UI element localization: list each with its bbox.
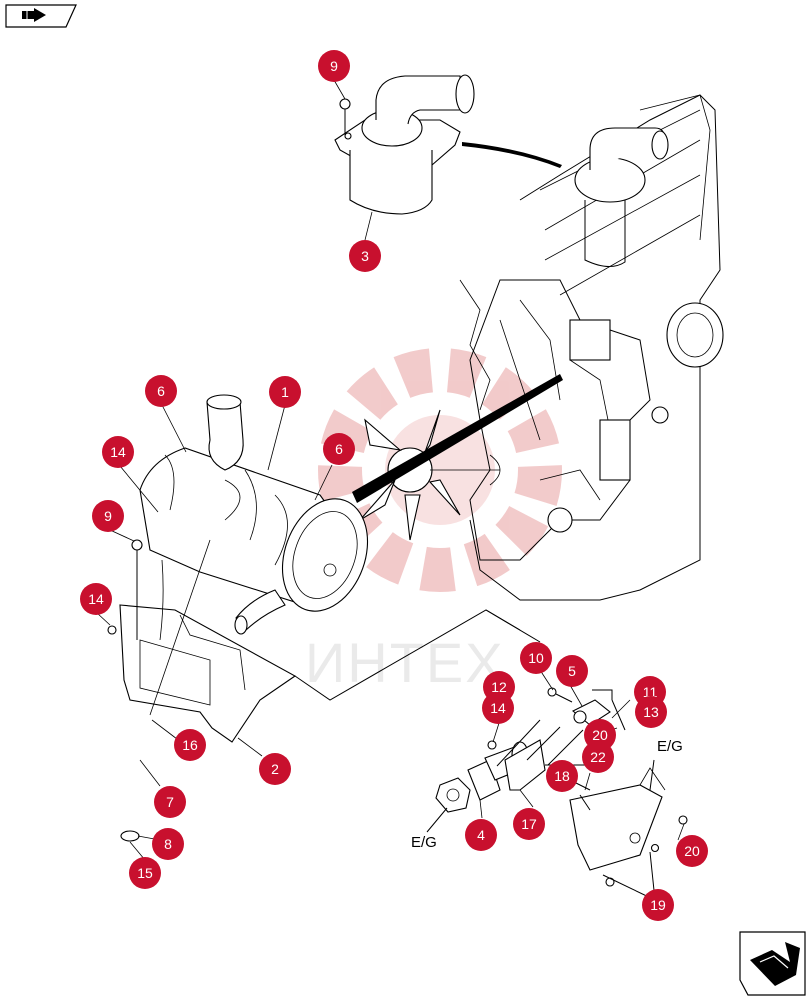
arrow-right-icon [22,8,46,22]
next-page-button[interactable] [739,931,806,996]
svg-text:20: 20 [684,843,700,859]
callout-20-lower[interactable]: 20 [676,835,708,867]
svg-text:22: 22 [590,749,606,765]
svg-text:17: 17 [521,816,537,832]
svg-text:18: 18 [554,768,570,784]
engine-assembly [359,94,724,601]
callout-2[interactable]: 2 [259,753,291,785]
watermark-text: ИНТЕХ [305,631,505,694]
callout-19[interactable]: 19 [642,889,674,921]
svg-text:8: 8 [164,836,172,852]
svg-text:12: 12 [491,679,507,695]
callout-3[interactable]: 3 [349,240,381,272]
svg-text:15: 15 [137,865,153,881]
svg-text:14: 14 [88,591,104,607]
svg-text:9: 9 [330,58,338,74]
callout-15[interactable]: 15 [129,857,161,889]
callout-7[interactable]: 7 [154,786,186,818]
callout-4[interactable]: 4 [465,819,497,851]
pointer-arrow-mid [352,374,563,503]
callout-8[interactable]: 8 [152,828,184,860]
callout-9-top[interactable]: 9 [318,50,350,82]
callout-17[interactable]: 17 [513,808,545,840]
leader-lines [96,79,685,861]
svg-text:7: 7 [166,794,174,810]
svg-text:3: 3 [361,248,369,264]
svg-text:1: 1 [281,384,289,400]
svg-text:14: 14 [490,700,506,716]
svg-text:13: 13 [643,704,659,720]
svg-text:2: 2 [271,761,279,777]
svg-text:20: 20 [592,727,608,743]
callout-9-left[interactable]: 9 [92,500,124,532]
air-cleaner-assembly [107,394,541,941]
callout-14-upper[interactable]: 14 [102,436,134,468]
svg-text:9: 9 [104,508,112,524]
svg-text:11: 11 [643,684,658,700]
callout-10[interactable]: 10 [520,642,552,674]
callout-16[interactable]: 16 [174,729,206,761]
callout-13[interactable]: 13 [635,696,667,728]
svg-text:14: 14 [110,444,126,460]
callout-1[interactable]: 1 [269,376,301,408]
svg-text:6: 6 [335,441,343,457]
callout-22[interactable]: 22 [582,741,614,773]
callouts: 9 3 1 6 6 14 9 14 2 16 7 8 15 10 5 11 12… [80,50,708,921]
svg-text:6: 6 [157,383,165,399]
callout-5[interactable]: 5 [556,655,588,687]
eg-label-right: E/G [657,738,683,755]
muffler-assembly [334,74,475,215]
svg-text:10: 10 [528,650,544,666]
callout-18[interactable]: 18 [546,760,578,792]
svg-text:19: 19 [650,897,666,913]
callout-6-left[interactable]: 6 [145,375,177,407]
callout-14-bracket[interactable]: 14 [482,692,514,724]
return-arrow-icon [750,942,800,986]
callout-6-right[interactable]: 6 [323,433,355,465]
eg-label-left: E/G [411,834,437,851]
svg-text:5: 5 [568,663,576,679]
callout-14-lower[interactable]: 14 [80,583,112,615]
prev-page-button[interactable] [5,4,77,28]
pointer-arrow-top [462,142,562,168]
svg-text:4: 4 [477,827,485,843]
svg-text:16: 16 [182,737,198,753]
